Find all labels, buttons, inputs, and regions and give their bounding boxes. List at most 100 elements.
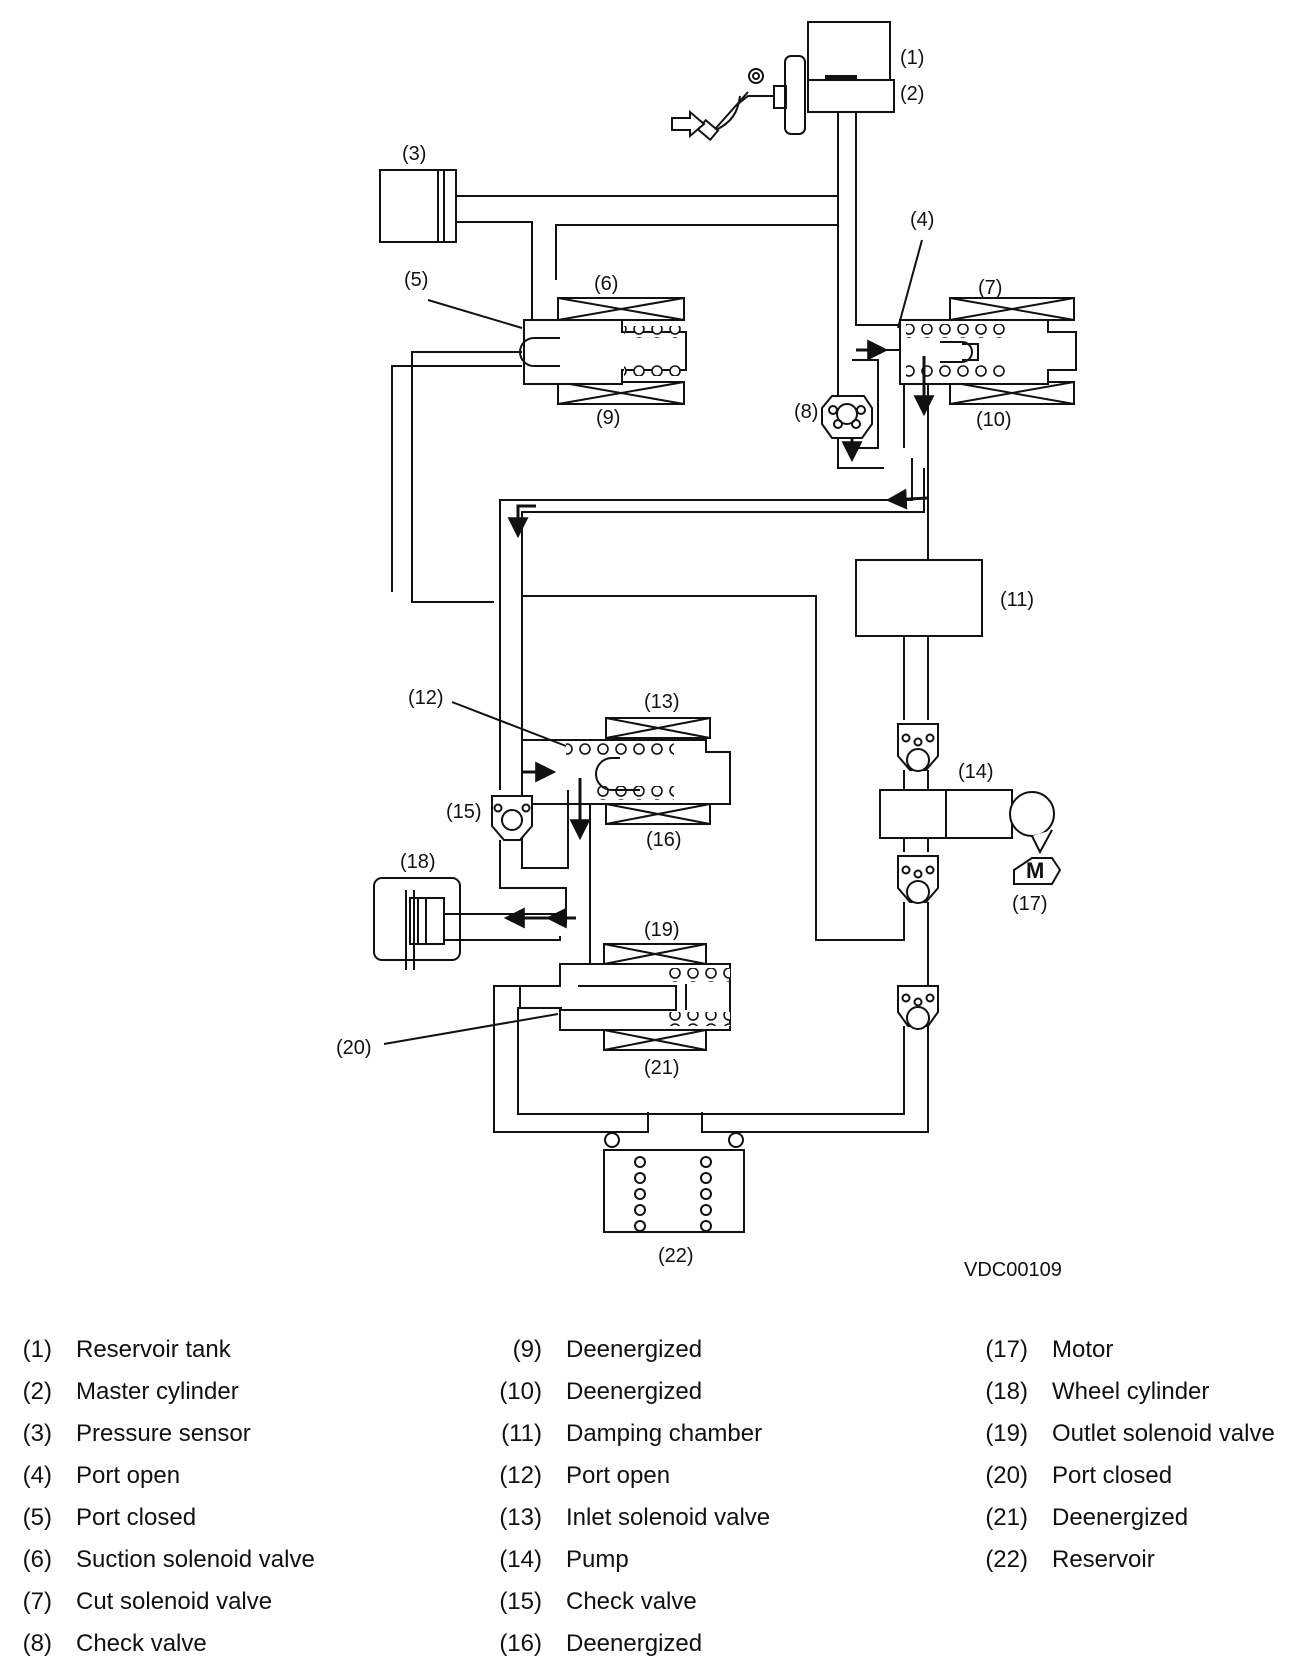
figure-id: VDC00109 <box>964 1259 1062 1281</box>
legend-label: Port open <box>566 1462 671 1489</box>
reservoir <box>603 1132 745 1233</box>
callout-17: (17) <box>1012 893 1048 915</box>
brake-booster <box>696 55 806 142</box>
legend-number: (17) <box>985 1336 1028 1363</box>
callout-7: (7) <box>978 277 1002 299</box>
legend-item: (17)Motor <box>964 1330 1113 1370</box>
callout-9: (9) <box>596 407 620 429</box>
legend-number: (2) <box>22 1378 52 1405</box>
legend-item: (16)Deenergized <box>478 1624 702 1664</box>
legend-number: (7) <box>22 1588 52 1615</box>
callout-16: (16) <box>646 829 682 851</box>
legend-item: (3)Pressure sensor <box>0 1414 251 1454</box>
legend-label: Port open <box>76 1462 181 1489</box>
pressure-sensor <box>379 169 457 243</box>
legend-number: (13) <box>499 1504 542 1531</box>
legend-item: (20) Port closed <box>964 1456 1172 1496</box>
callout-1: (1) <box>900 47 924 69</box>
callout-21: (21) <box>644 1057 680 1079</box>
legend-number: (18) <box>985 1378 1028 1405</box>
hydraulic-circuit-diagram: (1) (2) (3) (4) (5) (6) (7) (8) (9) (10)… <box>336 21 1077 1281</box>
check-valve-upper <box>821 359 879 463</box>
callout-3: (3) <box>402 143 426 165</box>
legend-item: (10) Deenergized <box>478 1372 702 1412</box>
legend-item: (21)Deenergized <box>964 1498 1188 1538</box>
legend-label: Damping chamber <box>566 1420 763 1447</box>
legend-label: Reservoir tank <box>76 1336 231 1363</box>
legend-label: Check valve <box>566 1588 697 1615</box>
legend-item: (11) Damping chamber <box>478 1414 762 1454</box>
legend-label: Master cylinder <box>76 1378 239 1405</box>
callout-13: (13) <box>644 691 680 713</box>
legend-label: Port closed <box>76 1504 197 1531</box>
legend-label: Inlet solenoid valve <box>566 1504 771 1531</box>
legend-label: Port closed <box>1052 1462 1173 1489</box>
outlet-solenoid-valve <box>519 943 731 1051</box>
motor-label: M <box>1026 858 1044 883</box>
cut-solenoid-valve <box>899 297 1077 405</box>
legend-item: (13) Inlet solenoid valve <box>478 1498 770 1538</box>
legend-number: (4) <box>22 1462 52 1489</box>
reservoir-tank <box>807 21 891 83</box>
callout-2: (2) <box>900 83 924 105</box>
legend-item: (18) Wheel cylinder <box>964 1372 1209 1412</box>
legend-item: (1) Reservoir tank <box>0 1330 231 1370</box>
legend-label: Pump <box>566 1546 629 1573</box>
inlet-solenoid-valve <box>521 717 731 825</box>
callout-5: (5) <box>404 269 428 291</box>
legend-label: Reservoir <box>1052 1546 1155 1573</box>
legend-item: (7) Cut solenoid valve <box>0 1582 272 1622</box>
legend-number: (20) <box>985 1462 1028 1489</box>
callout-4: (4) <box>910 209 934 231</box>
legend-number: (9) <box>512 1336 542 1363</box>
callout-15: (15) <box>446 801 482 823</box>
legend-number: (15) <box>499 1588 542 1615</box>
pedal-force-arrow <box>671 109 706 139</box>
legend-label: Deenergized <box>566 1378 703 1405</box>
callout-19: (19) <box>644 919 680 941</box>
callout-10: (10) <box>976 409 1012 431</box>
callout-18: (18) <box>400 851 436 873</box>
legend-number: (10) <box>499 1378 542 1405</box>
legend-number: (11) <box>501 1420 542 1447</box>
legend-item: (22)Reservoir <box>964 1540 1155 1580</box>
motor-symbol <box>1013 857 1062 885</box>
legend-number: (16) <box>499 1630 542 1657</box>
legend-item: (8) Check valve <box>0 1624 207 1664</box>
legend-number: (12) <box>499 1462 542 1489</box>
legend-number: (5) <box>22 1504 52 1531</box>
legend-number: (19) <box>985 1420 1028 1447</box>
legend-item: (4) Port open <box>0 1456 180 1496</box>
legend-label: Check valve <box>76 1630 207 1657</box>
pump-return-check-valve <box>897 985 939 1030</box>
legend-item: (2) Master cylinder <box>0 1372 239 1412</box>
legend-label: Cut solenoid valve <box>76 1588 273 1615</box>
legend: (1) Reservoir tank (2) Master cylinder (3)… <box>0 1330 1312 1660</box>
legend-number: (1) <box>22 1336 52 1363</box>
legend-item: (5) Port closed <box>0 1498 196 1538</box>
legend-label: Wheel cylinder <box>1052 1378 1210 1405</box>
callout-11: (11) <box>1000 589 1034 611</box>
callout-6: (6) <box>594 273 618 295</box>
check-valve-lower <box>491 795 533 841</box>
callout-20: (20) <box>336 1037 372 1059</box>
callout-8: (8) <box>794 401 818 423</box>
legend-number: (14) <box>499 1546 542 1573</box>
legend-label: Outlet solenoid valve <box>1052 1420 1275 1447</box>
legend-number: (21) <box>985 1504 1028 1531</box>
pump-outlet-check-valve <box>897 855 939 904</box>
master-cylinder <box>807 79 895 113</box>
pump-inlet-check-valve <box>897 723 939 772</box>
legend-item: (14) Pump <box>478 1540 629 1580</box>
wheel-cylinder <box>373 877 461 970</box>
legend-number: (3) <box>22 1420 52 1447</box>
legend-number: (6) <box>22 1546 52 1573</box>
callout-22: (22) <box>658 1245 694 1267</box>
legend-number: (8) <box>22 1630 52 1657</box>
legend-item: (19) Outlet solenoid valve <box>964 1414 1275 1454</box>
legend-label: Deenergized <box>566 1336 703 1363</box>
callout-labels: (1) (2) (3) (4) (5) (6) (7) (8) (9) (10)… <box>336 47 1062 1281</box>
callout-12: (12) <box>408 687 444 709</box>
legend-item: (12) Port open <box>478 1456 670 1496</box>
legend-item: (15) Check valve <box>478 1582 697 1622</box>
